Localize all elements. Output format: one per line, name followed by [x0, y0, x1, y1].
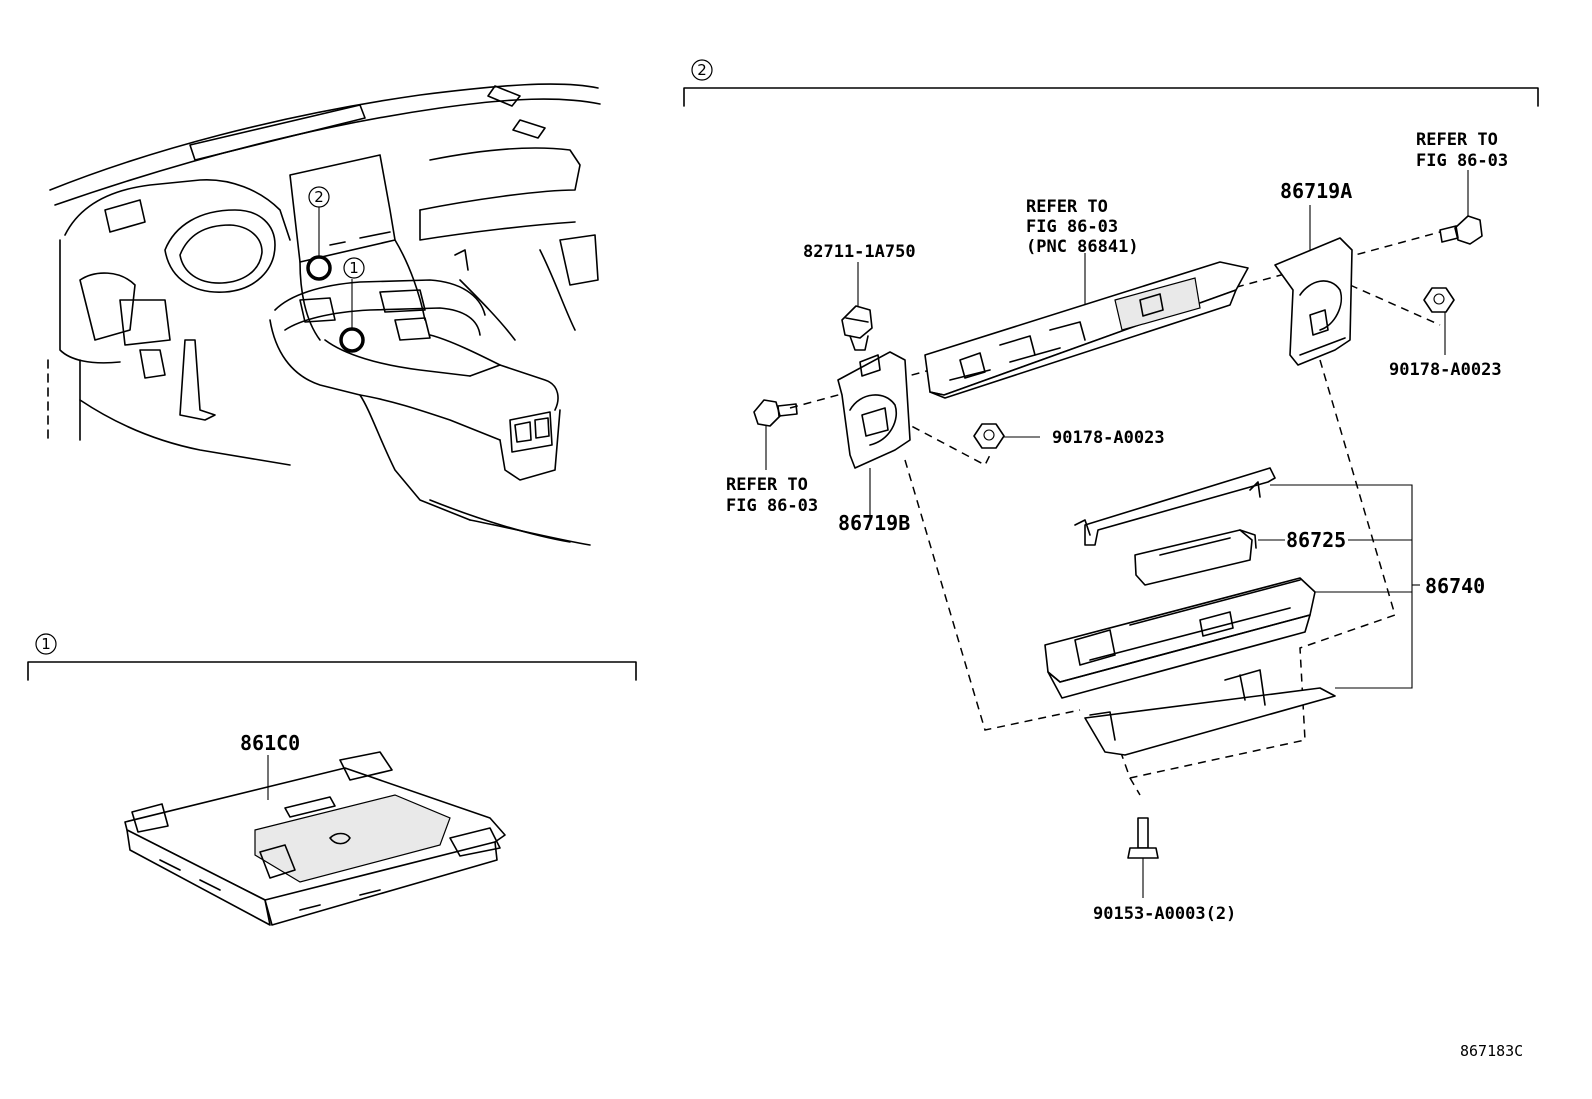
part-86719a-bracket — [1274, 237, 1353, 366]
label-90153: 90153-A0003(2) — [1093, 904, 1236, 924]
label-refer-left-1: REFER TO — [726, 475, 808, 495]
part-82711-clip — [841, 305, 873, 351]
section-2: 2 — [683, 59, 1539, 898]
part-screw-left — [753, 399, 798, 470]
label-refer-right-1: REFER TO — [1416, 130, 1498, 150]
section-1-callout: 1 — [41, 635, 51, 653]
part-86740-bezel-top — [1074, 467, 1276, 546]
part-86725-module — [1134, 529, 1257, 586]
part-861c0-tray — [124, 751, 506, 926]
part-center-module — [924, 261, 1249, 399]
part-screw-right — [1439, 170, 1483, 245]
label-refer-right-2: FIG 86-03 — [1416, 151, 1508, 171]
part-86740-main-body — [1044, 577, 1316, 699]
part-86719b-bracket — [837, 351, 911, 469]
label-861c0: 861C0 — [240, 731, 300, 755]
dashboard-overview: 2 1 — [47, 83, 601, 546]
part-86740-bezel-bottom — [1084, 669, 1336, 756]
part-90153-bolt — [1127, 817, 1159, 898]
part-90178-nut-mid — [973, 423, 1040, 449]
callout-2-dash: 2 — [314, 188, 324, 206]
label-86719b: 86719B — [838, 511, 910, 535]
part-labels: 82711-1A750 REFER TO FIG 86-03 (PNC 8684… — [726, 130, 1523, 1060]
figure-code: 867183C — [1460, 1042, 1523, 1060]
label-refer-center-3: (PNC 86841) — [1026, 237, 1139, 257]
label-90178-mid: 90178-A0023 — [1052, 428, 1165, 448]
callout-1-dash: 1 — [349, 259, 359, 277]
label-86725: 86725 — [1286, 528, 1346, 552]
label-refer-center-1: REFER TO — [1026, 197, 1108, 217]
label-86719a: 86719A — [1280, 179, 1352, 203]
section-2-callout: 2 — [697, 61, 707, 79]
label-86740: 86740 — [1425, 574, 1485, 598]
label-refer-left-2: FIG 86-03 — [726, 496, 818, 516]
section-1: 1 861C0 — [27, 633, 637, 926]
label-82711: 82711-1A750 — [803, 242, 916, 262]
part-90178-nut-right — [1423, 287, 1455, 355]
label-refer-center-2: FIG 86-03 — [1026, 217, 1118, 237]
label-90178-right: 90178-A0023 — [1389, 360, 1502, 380]
